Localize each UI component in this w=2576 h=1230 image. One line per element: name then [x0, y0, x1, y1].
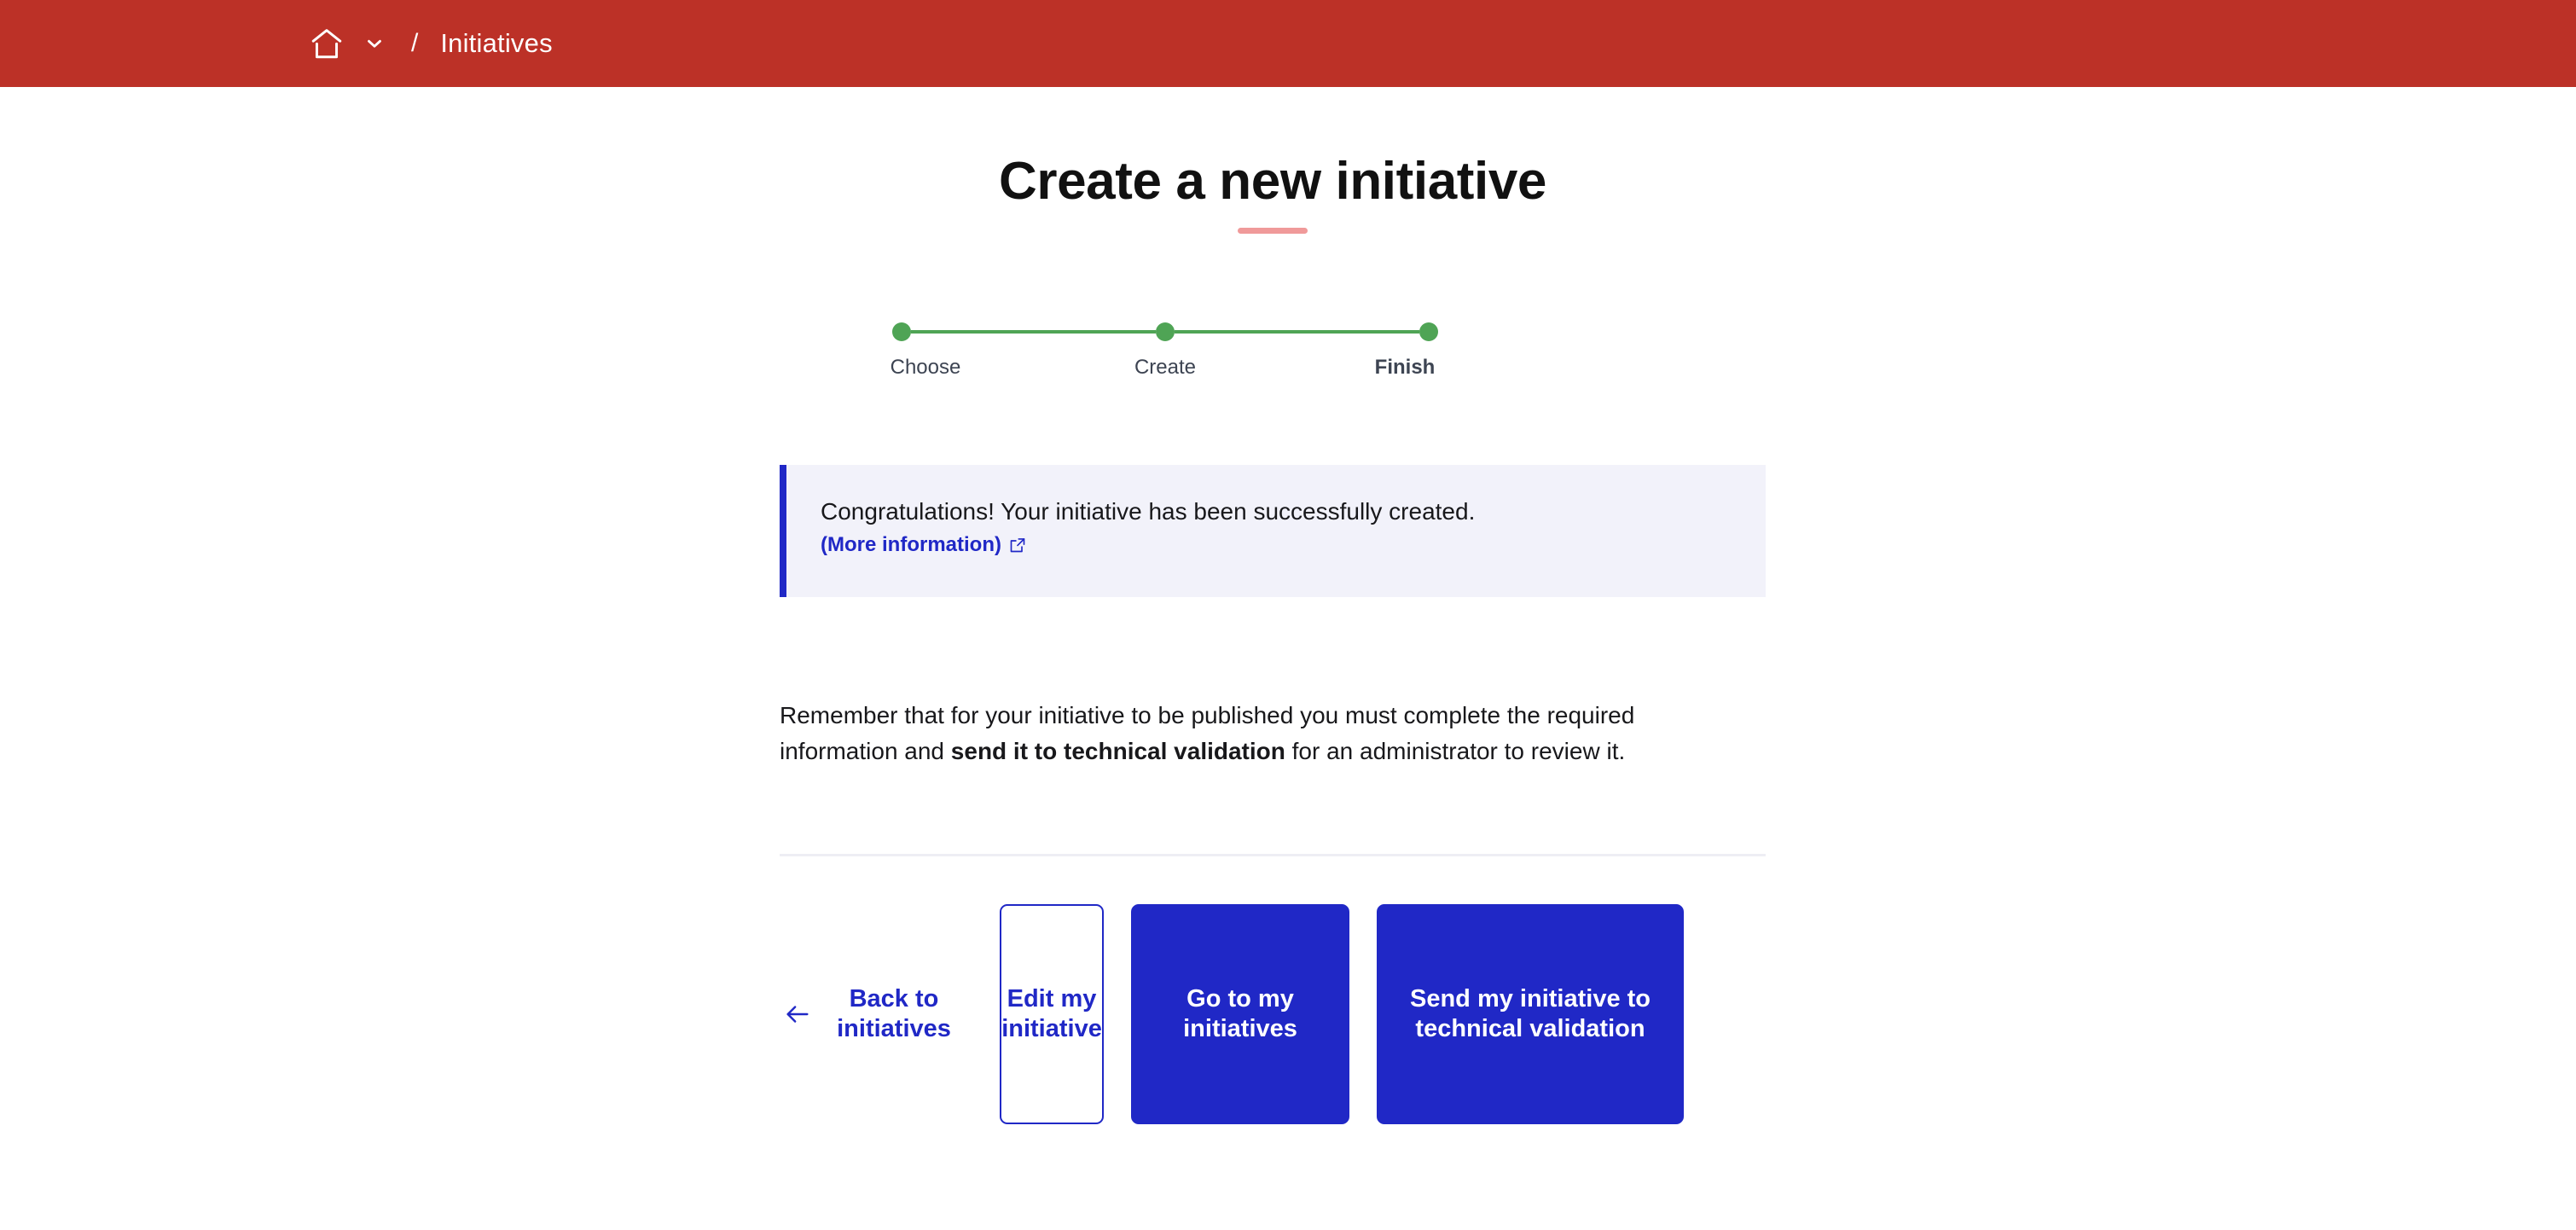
stepper-segment-1	[911, 330, 1156, 334]
back-to-initiatives-label: Back to initiatives	[837, 984, 951, 1042]
breadcrumb-initiatives[interactable]: Initiatives	[440, 28, 553, 58]
arrow-left-icon	[783, 1000, 812, 1029]
back-to-initiatives-link[interactable]: Back to initiatives	[780, 984, 972, 1045]
edit-my-initiative-label: Edit my initiative	[1001, 984, 1102, 1042]
send-to-technical-validation-button[interactable]: Send my initiative to technical validati…	[1377, 903, 1684, 1124]
progress-stepper: Choose Create Finish	[891, 321, 1438, 380]
stepper-labels: Choose Create Finish	[862, 356, 1469, 380]
send-to-technical-validation-label: Send my initiative to technical validati…	[1410, 984, 1651, 1042]
more-information-link[interactable]: (More information)	[821, 532, 1001, 556]
page-title: Create a new initiative	[998, 152, 1547, 211]
success-message: Congratulations! Your initiative has bee…	[821, 498, 1476, 525]
publication-notice: Remember that for your initiative to be …	[780, 698, 1735, 769]
page-body: Create a new initiative Choose Create Fi…	[0, 87, 2576, 1124]
stepper-dot-choose	[892, 322, 911, 342]
stepper-track	[892, 321, 1438, 343]
stepper-label-finish: Finish	[1374, 356, 1436, 380]
home-icon[interactable]	[309, 26, 345, 61]
edit-my-initiative-button[interactable]: Edit my initiative	[1000, 903, 1104, 1124]
stepper-segment-2	[1175, 330, 1419, 334]
chevron-down-icon[interactable]	[345, 32, 386, 55]
stepper-dot-create	[1156, 322, 1175, 342]
breadcrumb-separator: /	[411, 29, 419, 57]
success-callout: Congratulations! Your initiative has bee…	[780, 465, 1766, 598]
section-divider	[780, 853, 1766, 856]
notice-text-before: Remember that for your initiative to be …	[780, 702, 1635, 764]
stepper-label-choose: Choose	[890, 356, 961, 380]
notice-text-bold: send it to technical validation	[950, 737, 1285, 764]
go-to-my-initiatives-button[interactable]: Go to my initiatives	[1131, 903, 1349, 1124]
top-navigation-bar: / Initiatives	[0, 0, 2576, 87]
page-header: Create a new initiative	[780, 87, 1766, 235]
stepper-label-create: Create	[1134, 356, 1197, 380]
stepper-dot-finish	[1419, 322, 1438, 342]
action-buttons-row: Back to initiatives Edit my initiative G…	[780, 903, 1766, 1124]
title-accent-rule	[1238, 228, 1308, 235]
notice-text-after: for an administrator to review it.	[1285, 737, 1626, 764]
external-link-icon[interactable]	[1009, 537, 1026, 554]
content-container: Create a new initiative Choose Create Fi…	[780, 87, 1766, 1124]
more-information-row: (More information)	[821, 533, 1732, 557]
go-to-my-initiatives-label: Go to my initiatives	[1183, 984, 1297, 1042]
